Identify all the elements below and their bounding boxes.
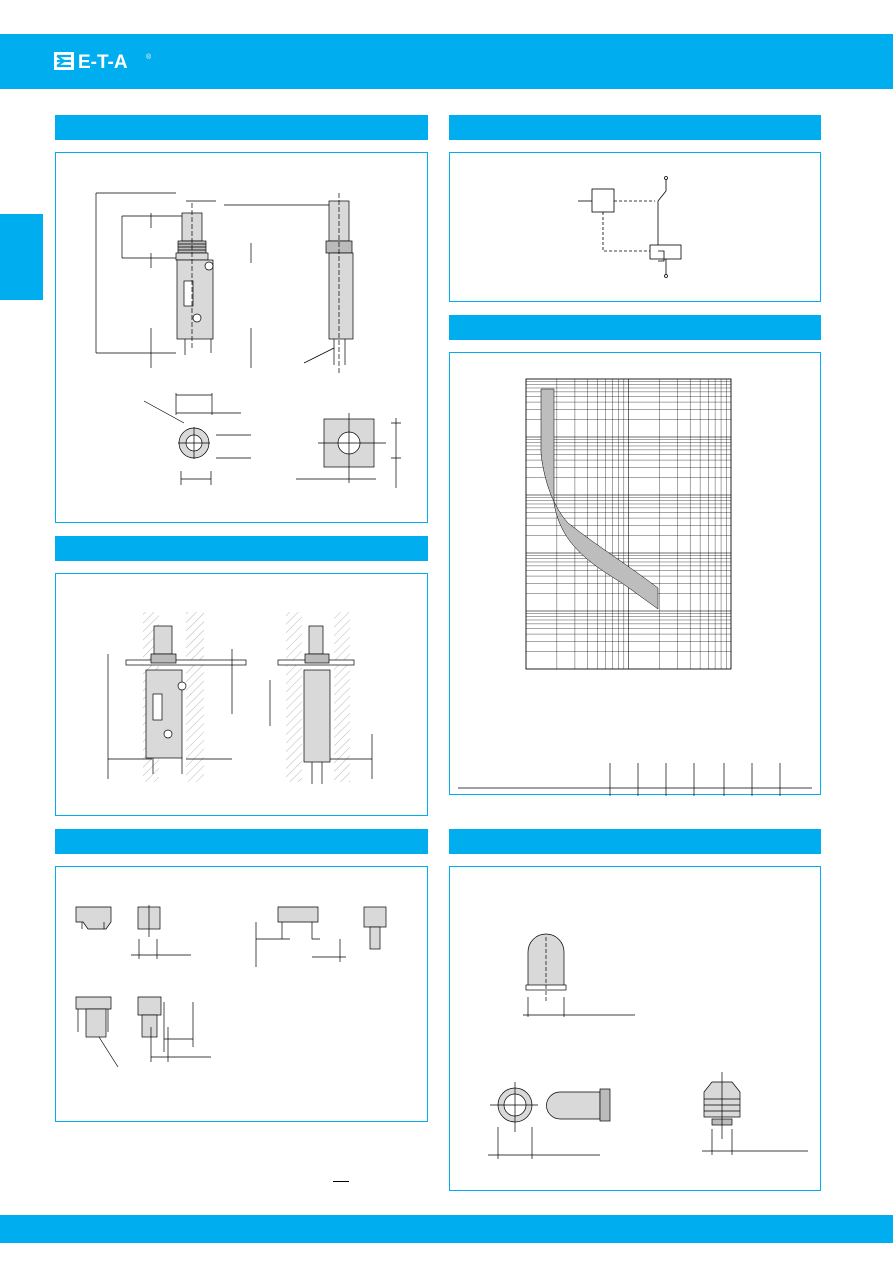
section-header-accessories (449, 829, 821, 854)
section-header-curve (449, 315, 821, 340)
time-current-chart (458, 378, 812, 796)
terminal-options-drawing (75, 905, 387, 1068)
header-band (0, 34, 893, 89)
accessories-drawing (488, 933, 808, 1159)
svg-text:®: ® (146, 53, 152, 61)
section-header-terminals (55, 829, 428, 854)
trip-characteristic-band (540, 388, 659, 610)
chapter-tab (0, 214, 43, 300)
dimension-drawing-box (55, 152, 428, 523)
terminal-options-box (55, 866, 428, 1122)
installation-drawing (107, 612, 373, 784)
schematic-diagram (578, 176, 682, 278)
section-header-installation (55, 536, 428, 561)
section-header-dimensions (55, 115, 428, 140)
footer-band (0, 1215, 893, 1243)
page-number-rule (333, 1181, 349, 1182)
rating-table (458, 763, 812, 796)
eta-logo: E-T-A ® (54, 52, 152, 72)
installation-drawing-box (55, 573, 428, 816)
accessories-box (449, 866, 821, 1191)
dimension-drawing (95, 192, 401, 488)
svg-text:E-T-A: E-T-A (78, 52, 128, 72)
schematic-box (449, 152, 821, 302)
section-header-schematic (449, 115, 821, 140)
time-current-chart-box (449, 352, 821, 796)
